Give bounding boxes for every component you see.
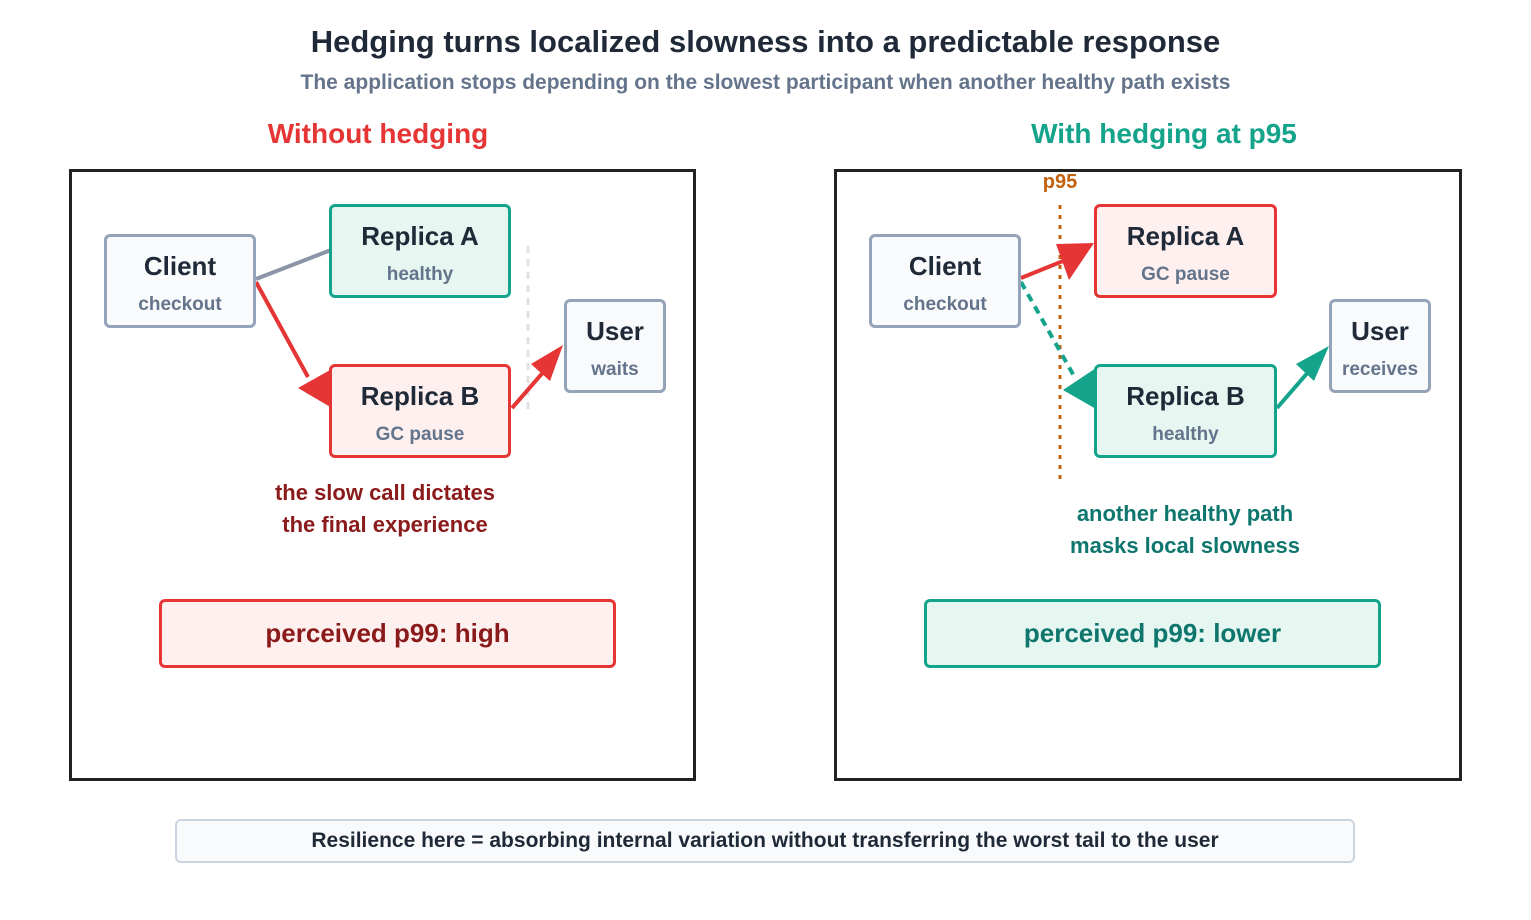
right-replica-b-sub: healthy: [1152, 424, 1219, 445]
right-user-sub: receives: [1341, 359, 1419, 380]
left-user-node: User waits: [564, 299, 666, 393]
right-replica-a-sub: GC pause: [1141, 264, 1230, 285]
footer-caption: Resilience here = absorbing internal var…: [175, 819, 1355, 863]
right-client-to-replica-b-line: [1019, 281, 1076, 377]
left-client-name: Client: [143, 251, 217, 281]
right-replica-b-arrowhead: [1063, 368, 1096, 409]
left-user-arrowhead: [531, 345, 563, 381]
right-replica-a-name: Replica A: [1126, 221, 1245, 251]
right-heading: With hedging at p95: [1031, 118, 1297, 149]
left-client-to-replica-b-line: [254, 281, 310, 378]
left-result-box: perceived p99: high: [159, 599, 616, 668]
right-replica-a-node: Replica A GC pause: [1094, 204, 1277, 298]
right-user-arrowhead: [1296, 346, 1329, 381]
left-client-node: Client checkout: [104, 234, 256, 328]
left-user-sub: waits: [591, 359, 639, 380]
right-user-name: User: [1351, 316, 1409, 346]
right-replica-b-name: Replica B: [1126, 381, 1245, 411]
left-client-to-replica-a-line: [255, 248, 332, 281]
right-client-sub: checkout: [903, 294, 987, 315]
right-client-node: Client checkout: [869, 234, 1021, 328]
right-result-box: perceived p99: lower: [924, 599, 1381, 668]
right-note: another healthy path masks local slownes…: [1000, 498, 1370, 562]
left-user-name: User: [586, 316, 644, 346]
right-replica-a-arrowhead: [1056, 243, 1094, 280]
left-replica-a-sub: healthy: [386, 264, 454, 285]
page-title: Hedging turns localized slowness into a …: [310, 24, 1221, 59]
left-replica-b-arrowhead: [298, 370, 332, 408]
right-p95-label: p95: [1042, 171, 1078, 193]
left-replica-a-name: Replica A: [361, 221, 479, 251]
right-note-line2: masks local slowness: [1070, 533, 1300, 558]
page-subtitle: The application stops depending on the s…: [300, 71, 1231, 94]
left-note: the slow call dictates the final experie…: [200, 477, 570, 541]
left-replica-a-node: Replica A healthy: [329, 204, 511, 298]
left-replica-b-sub: GC pause: [375, 424, 465, 445]
left-replica-b-name: Replica B: [360, 381, 480, 411]
left-client-sub: checkout: [138, 294, 222, 315]
right-user-node: User receives: [1329, 299, 1431, 393]
right-note-line1: another healthy path: [1076, 501, 1294, 526]
left-note-line1: the slow call dictates: [274, 480, 496, 505]
right-replica-b-to-user-line: [1275, 368, 1312, 410]
left-note-line2: the final experience: [282, 512, 488, 537]
left-replica-b-to-user-line: [510, 367, 548, 410]
right-replica-b-node: Replica B healthy: [1094, 364, 1277, 458]
right-client-to-replica-a-line: [1020, 257, 1069, 280]
left-heading: Without hedging: [267, 118, 489, 149]
right-client-name: Client: [908, 251, 982, 281]
left-replica-b-node: Replica B GC pause: [329, 364, 511, 458]
